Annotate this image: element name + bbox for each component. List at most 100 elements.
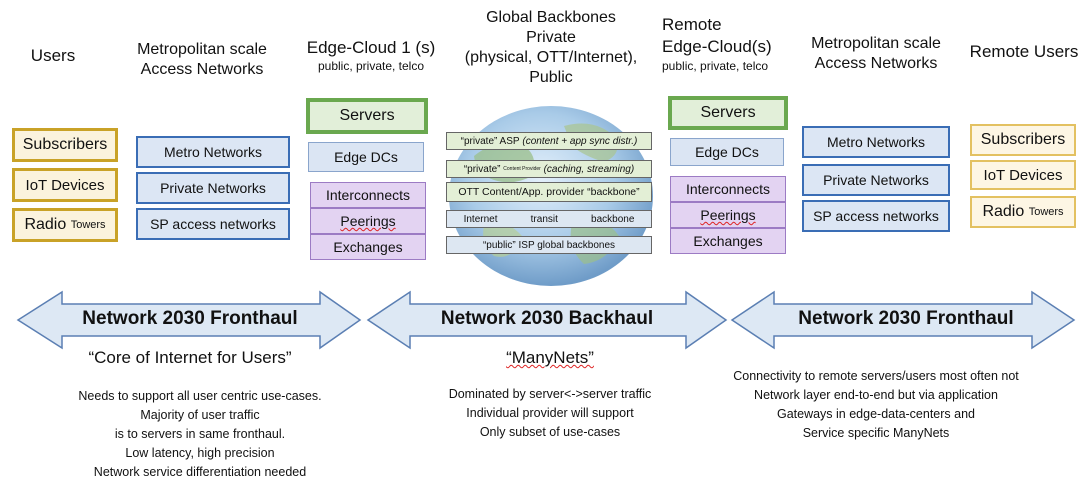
- quote-core-of-internet: “Core of Internet for Users”: [88, 348, 292, 367]
- right-sp-access-box: SP access networks: [802, 200, 950, 232]
- right-desc-line2: Network layer end-to-end but via applica…: [754, 388, 998, 402]
- header-metro-left: Metropolitan scale Access Networks: [122, 40, 282, 80]
- right-iot-label: IoT Devices: [983, 166, 1063, 184]
- left-sp-access-label: SP access networks: [150, 216, 276, 232]
- left-sp-access-box: SP access networks: [136, 208, 290, 240]
- edge2-peerings-label: Peerings: [700, 207, 756, 223]
- header-metro-left-line1: Metropolitan scale: [137, 41, 267, 58]
- right-radio-towers-box: Radio Towers: [970, 196, 1076, 228]
- edge2-exchanges-box: Exchanges: [670, 228, 786, 254]
- right-metro-networks-label: Metro Networks: [826, 134, 926, 150]
- edge1-exchanges-box: Exchanges: [310, 234, 426, 260]
- mid-desc-line1: Dominated by server<->server traffic: [448, 387, 652, 401]
- left-desc-line4: Low latency, high precision: [125, 446, 275, 460]
- left-private-networks-box: Private Networks: [136, 172, 290, 204]
- backbone-asp-label: “private” ASP: [460, 135, 520, 147]
- header-metro-left-line2: Access Networks: [140, 61, 264, 78]
- edge1-peerings-label: Peerings: [340, 213, 396, 229]
- left-private-networks-label: Private Networks: [160, 180, 266, 196]
- right-towers-label: Towers: [1028, 206, 1064, 218]
- right-private-networks-box: Private Networks: [802, 164, 950, 196]
- header-global-line2: Private: [526, 29, 576, 46]
- header-remote-edge-sub: public, private, telco: [662, 59, 769, 73]
- header-global-line3: (physical, OTT/Internet),: [464, 49, 638, 66]
- right-desc-line1: Connectivity to remote servers/users mos…: [733, 369, 1019, 383]
- backbone-transit-internet: Internet: [463, 213, 498, 225]
- backbone-ott-label: OTT Content/App. provider “backbone”: [458, 186, 640, 198]
- backbone-isp-label: “public” ISP global backbones: [482, 239, 616, 251]
- right-private-networks-label: Private Networks: [823, 172, 929, 188]
- edge2-peerings-box: Peerings: [670, 202, 786, 228]
- edge2-interconnects-box: Interconnects: [670, 176, 786, 202]
- header-edge-cloud-1: Edge-Cloud 1 (s) public, private, telco: [296, 38, 446, 74]
- header-remote-edge-line2: Edge-Cloud(s): [662, 37, 772, 56]
- edge2-dcs-box: Edge DCs: [670, 138, 784, 166]
- left-radio-label: Radio: [24, 216, 67, 233]
- left-desc-line3: is to servers in same fronthaul.: [114, 427, 286, 441]
- backbone-transit-backbone: backbone: [591, 213, 635, 225]
- header-edge-cloud-1-title: Edge-Cloud 1 (s): [306, 38, 436, 57]
- right-metro-networks-box: Metro Networks: [802, 126, 950, 158]
- edge1-exchanges-label: Exchanges: [333, 239, 403, 255]
- edge1-servers-box: Servers: [306, 98, 428, 134]
- fronthaul-right-arrow: [730, 290, 1076, 350]
- edge2-interconnects-label: Interconnects: [685, 181, 771, 197]
- left-radio-towers-box: Radio Towers: [12, 208, 118, 242]
- backbone-private-cp-box: “private” Content Provider (caching, str…: [446, 160, 652, 178]
- backbone-isp-box: “public” ISP global backbones: [446, 236, 652, 254]
- right-subscribers-box: Subscribers: [970, 124, 1076, 156]
- backbone-transit-box: Internet transit backbone: [446, 210, 652, 228]
- right-description: Connectivity to remote servers/users mos…: [696, 367, 1056, 443]
- header-metro-right: Metropolitan scale Access Networks: [796, 34, 956, 74]
- header-global-line1: Global Backbones: [486, 9, 616, 26]
- left-desc-line5: Network service differentiation needed: [93, 465, 307, 479]
- right-desc-line4: Service specific ManyNets: [802, 426, 950, 440]
- edge2-dcs-label: Edge DCs: [695, 144, 759, 160]
- fronthaul-left-label: Network 2030 Fronthaul: [82, 308, 298, 329]
- quote-manynets-text: “ManyNets”: [506, 348, 594, 367]
- backbone-cp-desc: (caching, streaming): [543, 163, 635, 175]
- fronthaul-right-label: Network 2030 Fronthaul: [798, 308, 1014, 329]
- header-remote-edge: Remote Edge-Cloud(s) public, private, te…: [662, 14, 792, 74]
- edge2-servers-label: Servers: [700, 104, 756, 121]
- backbone-asp-desc: (content + app sync distr.): [522, 135, 638, 147]
- left-iot-label: IoT Devices: [25, 176, 105, 194]
- edge1-interconnects-box: Interconnects: [310, 182, 426, 208]
- left-metro-networks-box: Metro Networks: [136, 136, 290, 168]
- edge2-exchanges-label: Exchanges: [693, 233, 763, 249]
- backhaul-label: Network 2030 Backhaul: [440, 308, 654, 329]
- header-global-line4: Public: [529, 69, 573, 86]
- edge1-interconnects-label: Interconnects: [325, 187, 411, 203]
- mid-description: Dominated by server<->server traffic Ind…: [400, 385, 700, 442]
- edge1-servers-label: Servers: [339, 107, 395, 124]
- backbone-private-asp-box: “private” ASP (content + app sync distr.…: [446, 132, 652, 150]
- backbone-cp-label: “private”: [463, 163, 501, 175]
- header-global-backbones: Global Backbones Private (physical, OTT/…: [456, 8, 646, 88]
- right-subscribers-label: Subscribers: [980, 131, 1066, 148]
- quote-manynets: “ManyNets”: [450, 348, 650, 368]
- backbone-cp-small: Content Provider: [503, 166, 541, 172]
- left-metro-networks-label: Metro Networks: [163, 144, 263, 160]
- mid-desc-line2: Individual provider will support: [466, 406, 634, 420]
- edge2-servers-box: Servers: [668, 96, 788, 130]
- header-edge-cloud-1-sub: public, private, telco: [317, 59, 425, 73]
- header-remote-edge-line1: Remote: [662, 15, 722, 34]
- left-subscribers-label: Subscribers: [22, 136, 108, 153]
- header-metro-right-line1: Metropolitan scale: [811, 35, 941, 52]
- backbone-ott-box: OTT Content/App. provider “backbone”: [446, 182, 652, 202]
- header-remote-users: Remote Users: [969, 42, 1079, 61]
- edge1-peerings-box: Peerings: [310, 208, 426, 234]
- right-radio-label: Radio: [982, 203, 1025, 220]
- left-desc-line1: Needs to support all user centric use-ca…: [78, 389, 322, 403]
- header-metro-right-line2: Access Networks: [814, 55, 938, 72]
- header-users: Users: [30, 46, 76, 65]
- right-desc-line3: Gateways in edge-data-centers and: [776, 407, 976, 421]
- edge1-dcs-label: Edge DCs: [334, 149, 398, 165]
- backbone-transit-transit: transit: [530, 213, 558, 225]
- mid-desc-line3: Only subset of use-cases: [479, 425, 621, 439]
- left-towers-label: Towers: [70, 219, 106, 231]
- right-iot-devices-box: IoT Devices: [970, 160, 1076, 190]
- left-iot-devices-box: IoT Devices: [12, 168, 118, 202]
- edge1-dcs-box: Edge DCs: [308, 142, 424, 172]
